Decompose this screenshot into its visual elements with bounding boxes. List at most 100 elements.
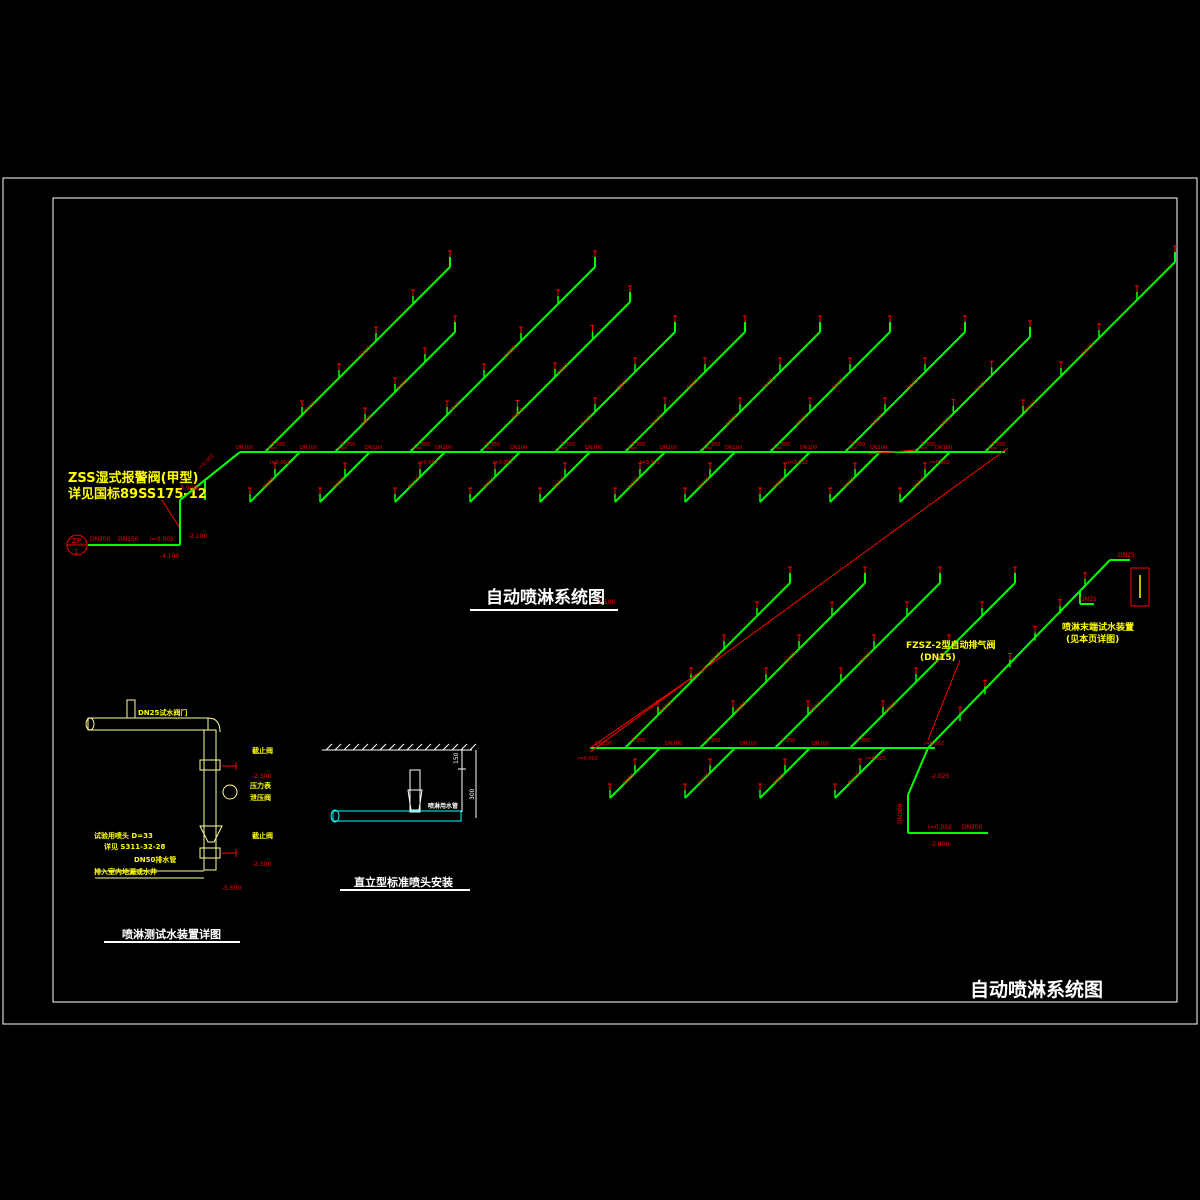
main-dn-label: DN100 <box>935 445 952 451</box>
hatch-line <box>442 743 450 751</box>
main-dn-label: DN100 <box>236 445 253 451</box>
second-inlet-slope: i=0.002 <box>928 824 952 831</box>
detail-label-pressure: 压力表 <box>250 781 272 790</box>
second-slope-2: i=0.025 <box>866 756 886 762</box>
main-dn-label: DN100 <box>800 445 817 451</box>
detail-label-orifice1: 试验用喷头 D=33 <box>94 831 153 840</box>
branch-elev: 3.350 <box>561 442 575 448</box>
branch-elev: 3.350 <box>921 442 935 448</box>
main-dn-label: DN100 <box>435 445 452 451</box>
inner-frame <box>52 197 1178 1003</box>
branch-pipe <box>554 331 676 453</box>
second-main-dn: DN100 <box>740 741 757 747</box>
hatch-line <box>397 743 405 751</box>
second-riser-dn: DN100 <box>897 803 904 824</box>
branch-pipe <box>914 336 1031 453</box>
cross-link-stub <box>867 449 917 455</box>
detail-elev-1: -2.300 <box>252 773 272 780</box>
branch-pipe <box>849 582 1016 749</box>
second-system-title: 自动喷淋系统图 <box>970 978 1103 1001</box>
detail-top-vent <box>126 699 136 719</box>
second-riser-elev: -2.025 <box>930 773 950 780</box>
detail-label-valve1: 截止阀 <box>252 746 273 755</box>
hatch-line <box>415 743 423 751</box>
detail-funnel <box>199 825 223 843</box>
main-slope-label: i=0.002 <box>930 460 950 466</box>
detail-gauge <box>222 784 238 800</box>
inlet-slope: i=0.002 <box>150 536 174 543</box>
branch-pipe <box>624 331 746 453</box>
ceiling-hatch <box>325 743 477 751</box>
main-slope-label: i=0.002 <box>788 460 808 466</box>
hatch-line <box>361 743 369 751</box>
test-device-title: 喷淋测试水装置详图 <box>122 927 221 941</box>
branch-pipe <box>409 266 596 453</box>
second-inlet: i=0.002 DN100 -2.800 -2.025 DN100 <box>897 747 988 848</box>
branch-pipe <box>624 582 791 749</box>
branch-pipe <box>984 261 1176 453</box>
outer-frame <box>2 177 1198 1025</box>
hatch-line <box>370 743 378 751</box>
main-title-block: 自动喷淋系统图 1:100 <box>470 587 618 611</box>
branch-pipe <box>332 810 462 822</box>
branch-elev: 3.350 <box>416 442 430 448</box>
exhaust-valve-note-2: (DN15) <box>920 653 956 663</box>
detail-label-drain1: DN50排水管 <box>134 855 176 864</box>
detail-valve-2 <box>199 847 221 859</box>
inlet-dn-2: DN150 <box>118 536 139 543</box>
branch-elev: 3.350 <box>991 442 1005 448</box>
second-riser-diag <box>907 747 929 796</box>
exhaust-valve-note-1: FZSZ-2型自动排气阀 <box>906 639 996 651</box>
detail-elev-3: -5.600 <box>222 885 242 892</box>
main-dn-label: DN100 <box>725 445 742 451</box>
second-main-dn: DN100 <box>812 741 829 747</box>
inlet-dn-1: DN100 <box>90 536 111 543</box>
test-device-detail: DN25试水阀门 截止阀 压力表 泄压阀 截止阀 试验用喷头 D=33 详见 S… <box>85 699 273 943</box>
branch-elev: 3.350 <box>341 442 355 448</box>
hatch-line <box>334 743 342 751</box>
test-device-note-2: (见本页详图) <box>1066 633 1119 645</box>
branch-elev: 3.350 <box>776 442 790 448</box>
hatch-line <box>433 743 441 751</box>
hatch-line <box>406 743 414 751</box>
main-inlet: DN100 DN150 i=0.002 -4.100 -2.100 -3.900 <box>88 451 241 560</box>
main-dn-label: DN100 <box>870 445 887 451</box>
second-system-notes: FZSZ-2型自动排气阀 (DN15) 喷淋末端试水装置 (见本页详图) <box>589 447 1150 753</box>
branch-elev: 3.350 <box>706 442 720 448</box>
sprinkler-detail-title: 直立型标准喷头安装 <box>354 875 453 889</box>
second-branch-elev: 3.350 <box>631 738 645 744</box>
inlet-elev-2: -2.100 <box>188 533 208 540</box>
second-top: DN25 DN25 <box>1079 552 1135 605</box>
sprinkler-head <box>409 769 421 813</box>
test-device-note-1: 喷淋末端试水装置 <box>1062 621 1134 633</box>
alarm-valve-note-line1: ZSS湿式报警阀(甲型) <box>68 470 198 486</box>
hatch-line <box>352 743 360 751</box>
sprinkler-detail: 150 300 喷淋用水管 直立型标准喷头安装 <box>322 743 477 891</box>
inlet-elev-1: -4.100 <box>160 553 180 560</box>
exhaust-leader <box>927 659 961 741</box>
main-slope-label: i=0.002 <box>270 460 290 466</box>
alarm-valve-leader <box>161 499 181 529</box>
hatch-line <box>469 743 477 751</box>
branch-pipe <box>699 582 866 749</box>
dim-150: 150 <box>453 752 460 764</box>
riser-elev: -3.900 <box>178 485 198 492</box>
branch-pipe <box>844 331 966 453</box>
second-slope-1: i=0.002 <box>578 756 598 762</box>
hatch-line <box>451 743 459 751</box>
riser-tag-number: 1 <box>74 548 78 556</box>
riser-diagonal <box>179 451 241 501</box>
main-dn-label: DN100 <box>510 445 527 451</box>
branch-elev: 3.350 <box>631 442 645 448</box>
detail-label-valve2: 截止阀 <box>252 831 273 840</box>
main-dn-label: DN100 <box>365 445 382 451</box>
main-slope-label: i=0.002 <box>418 460 438 466</box>
main-dn-label: DN100 <box>585 445 602 451</box>
hatch-line <box>388 743 396 751</box>
second-inlet-dn: DN100 <box>962 824 983 831</box>
branch-pipe <box>264 266 451 453</box>
main-dn-label: DN100 <box>300 445 317 451</box>
hatch-line <box>379 743 387 751</box>
